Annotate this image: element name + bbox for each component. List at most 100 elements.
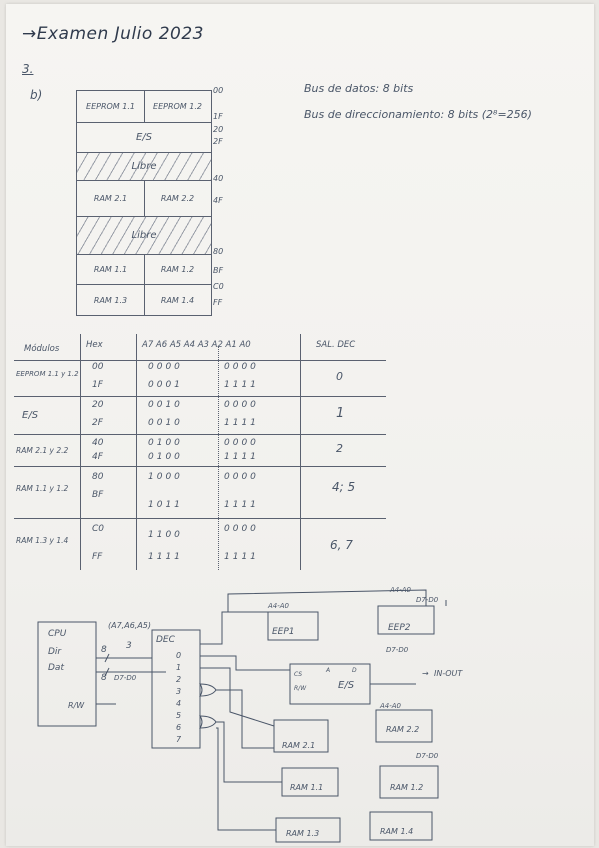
dec-output-label: 1 bbox=[176, 663, 181, 672]
chip-label: EEP1 bbox=[272, 627, 295, 637]
chip-ram21 bbox=[273, 719, 329, 753]
dec-inputs-label: (A7,A6,A5) bbox=[108, 621, 151, 630]
bus-width-label: 8 bbox=[101, 645, 107, 655]
chip-ram12 bbox=[379, 765, 439, 799]
table-cell-bits: 1111 bbox=[224, 380, 259, 390]
chip-label: RAM 1.1 bbox=[290, 783, 323, 792]
page-title: →Examen Julio 2023 bbox=[22, 24, 204, 44]
memory-map-row-free: Libre bbox=[77, 153, 211, 181]
circuit-diagram: CPU Dir Dat R/W DEC (A7,A6,A5) 3 8 8 D7-… bbox=[37, 586, 463, 843]
pin-rw-label: R/W bbox=[294, 685, 307, 692]
address-label: 1F bbox=[213, 112, 223, 121]
table-cell-bits: 1100 bbox=[148, 530, 183, 540]
table-cell-module: RAM 1.1 y 1.2 bbox=[16, 484, 69, 493]
question-part: b) bbox=[30, 88, 43, 102]
chip-label: RAM 2.2 bbox=[386, 725, 419, 734]
memory-map-cell: RAM 1.3 bbox=[93, 295, 128, 305]
address-label: FF bbox=[213, 298, 223, 307]
table-cell-bits: 0010 bbox=[148, 418, 183, 428]
table-cell-bits: 0000 bbox=[224, 524, 259, 534]
memory-map-cell: RAM 2.2 bbox=[160, 194, 195, 203]
table-header: Módulos bbox=[24, 344, 60, 354]
dec-label: DEC bbox=[156, 635, 176, 645]
memory-map: EEPROM 1.1 EEPROM 1.2 E/S Libre RAM 2.1 … bbox=[76, 90, 212, 316]
chip-ram14 bbox=[369, 811, 433, 841]
table-cell-hex: 80 bbox=[92, 472, 104, 482]
address-label: 00 bbox=[213, 86, 224, 95]
io-label: → bbox=[422, 669, 429, 678]
table-cell-output: 2 bbox=[336, 442, 343, 455]
address-bus-note: Bus de direccionamiento: 8 bits (2⁸=256) bbox=[304, 108, 532, 121]
chip-eep1 bbox=[267, 611, 319, 641]
chip-label: RAM 1.2 bbox=[390, 783, 423, 792]
table-cell-bits: 1111 bbox=[224, 418, 259, 428]
table-cell-hex: C0 bbox=[92, 524, 105, 534]
table-cell-hex: 00 bbox=[92, 362, 104, 372]
pin-d-label: D bbox=[352, 667, 357, 674]
table-cell-output: 1 bbox=[336, 406, 345, 421]
dec-output-label: 6 bbox=[176, 723, 181, 732]
chip-ram22 bbox=[375, 709, 433, 743]
memory-map-cell: RAM 1.1 bbox=[93, 265, 128, 274]
memory-map-cell: RAM 1.2 bbox=[160, 265, 195, 274]
table-cell-output: 6, 7 bbox=[330, 538, 353, 552]
memory-map-row-eeprom: EEPROM 1.1 EEPROM 1.2 bbox=[77, 91, 211, 123]
data-bus-label: D7-D0 bbox=[416, 596, 439, 604]
io-label-text: IN-OUT bbox=[434, 669, 463, 678]
cpu-dir-label: Dir bbox=[48, 647, 62, 657]
pin-a-label: A bbox=[325, 667, 330, 674]
decode-table: Módulos Hex A7 A6 A5 A4 A3 A2 A1 A0 SAL.… bbox=[14, 334, 386, 570]
address-label: 4F bbox=[213, 196, 223, 205]
table-header: A7 A6 A5 A4 A3 A2 A1 A0 bbox=[142, 340, 251, 350]
address-label: C0 bbox=[213, 282, 224, 291]
dec-output-label: 7 bbox=[176, 735, 182, 744]
dec-output-label: 5 bbox=[176, 711, 181, 720]
dec-output-label: 2 bbox=[176, 675, 181, 684]
page-title-text: Examen Julio 2023 bbox=[36, 24, 204, 44]
table-cell-hex: BF bbox=[92, 490, 104, 500]
table-cell-bits: 1011 bbox=[148, 500, 183, 510]
address-label: 40 bbox=[213, 174, 224, 183]
memory-map-row-ram1b: RAM 1.3 RAM 1.4 bbox=[77, 285, 211, 315]
table-cell-bits: 1111 bbox=[148, 552, 183, 562]
data-bus-note: Bus de datos: 8 bits bbox=[304, 82, 414, 95]
table-cell-bits: 1111 bbox=[224, 552, 259, 562]
chip-label: E/S bbox=[338, 680, 355, 691]
memory-map-row-ram1: RAM 1.1 RAM 1.2 bbox=[77, 255, 211, 285]
memory-map-row-io: E/S bbox=[77, 123, 211, 153]
memory-map-row-ram2: RAM 2.1 RAM 2.2 bbox=[77, 181, 211, 217]
memory-map-cell: E/S bbox=[135, 132, 153, 143]
notebook-page: →Examen Julio 2023 3. b) Bus de datos: 8… bbox=[6, 4, 594, 846]
memory-map-cell: RAM 1.4 bbox=[160, 295, 195, 305]
chip-label: RAM 2.1 bbox=[282, 741, 315, 750]
table-cell-hex: 20 bbox=[92, 400, 104, 410]
table-cell-bits: 0000 bbox=[224, 362, 259, 372]
chip-label: RAM 1.4 bbox=[380, 827, 413, 836]
address-label: 20 bbox=[213, 125, 224, 134]
chip-label: EEP2 bbox=[388, 623, 411, 633]
table-cell-bits: 0100 bbox=[148, 438, 183, 448]
cpu-block bbox=[37, 621, 97, 727]
address-label: 80 bbox=[213, 247, 224, 256]
address-bus-label: A4-A0 bbox=[379, 702, 402, 710]
table-header: SAL. DEC bbox=[316, 340, 356, 350]
table-cell-bits: 0000 bbox=[148, 362, 183, 372]
table-cell-bits: 0000 bbox=[224, 472, 259, 482]
pin-cs-label: CS bbox=[294, 671, 302, 678]
table-cell-bits: 1111 bbox=[224, 500, 259, 510]
memory-map-cell: Libre bbox=[131, 161, 157, 172]
table-cell-hex: 4F bbox=[92, 452, 103, 462]
table-cell-hex: FF bbox=[92, 552, 103, 562]
bus-width-label: 3 bbox=[126, 641, 132, 651]
dec-output-label: 0 bbox=[176, 651, 181, 660]
memory-map-cell: RAM 2.1 bbox=[93, 194, 128, 203]
table-header: Hex bbox=[86, 340, 103, 350]
cpu-rw-label: R/W bbox=[68, 701, 85, 710]
bus-width-label: 8 bbox=[101, 673, 107, 683]
address-bus-label: A4-A0 bbox=[389, 586, 412, 594]
chip-eep2 bbox=[377, 605, 435, 635]
memory-map-cell: EEPROM 1.2 bbox=[153, 102, 202, 111]
table-cell-bits: 0000 bbox=[224, 400, 259, 410]
chip-label: RAM 1.3 bbox=[286, 829, 319, 838]
table-cell-output: 4; 5 bbox=[332, 480, 356, 494]
